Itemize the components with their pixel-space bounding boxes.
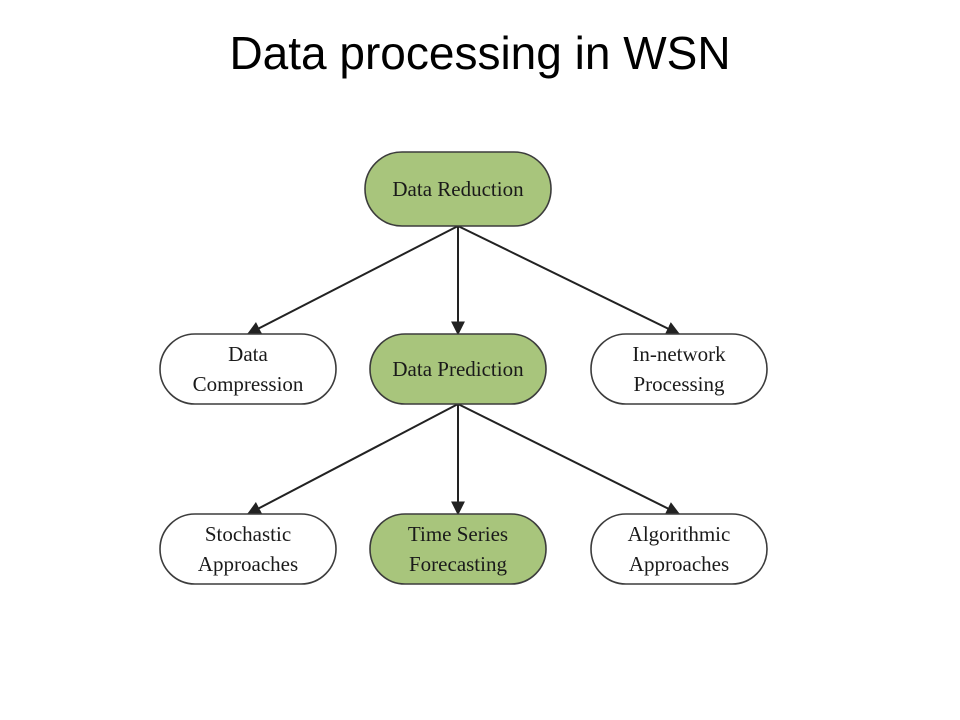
node-label-algorithmic-approaches-line-1: Algorithmic [628,522,731,546]
arrow-data-reduction-to-data-compression [246,225,459,335]
node-label-data-compression-line-2: Compression [193,372,304,396]
node-label-algorithmic-approaches-line-2: Approaches [629,552,729,576]
node-label-time-series-forecasting-line-2: Forecasting [409,552,507,576]
node-label-time-series-forecasting-line-1: Time Series [408,522,508,546]
arrow-data-prediction-to-stochastic-approaches [246,403,459,515]
node-data-reduction: Data Reduction [364,151,552,227]
node-label-in-network-processing-line-2: Processing [634,372,725,396]
node-box-time-series-forecasting [369,513,547,585]
edges-layer [246,225,681,516]
node-label-stochastic-approaches-line-2: Approaches [198,552,298,576]
arrow-data-reduction-to-in-network-processing [457,225,681,335]
node-box-data-prediction [369,333,547,405]
node-label-stochastic-approaches-line-1: Stochastic [205,522,291,546]
node-box-data-compression [159,333,337,405]
node-data-prediction: Data Prediction [369,333,547,405]
arrow-data-prediction-to-algorithmic-approaches [457,403,681,515]
node-box-algorithmic-approaches [590,513,768,585]
node-box-data-reduction [364,151,552,227]
node-box-stochastic-approaches [159,513,337,585]
node-label-in-network-processing-line-1: In-network [632,342,726,366]
node-label-data-reduction-line-1: Data Reduction [392,177,524,201]
node-label-data-prediction-line-1: Data Prediction [392,357,524,381]
node-box-in-network-processing [590,333,768,405]
slide-title: Data processing in WSN [229,27,731,79]
node-label-data-compression-line-1: Data [228,342,268,366]
